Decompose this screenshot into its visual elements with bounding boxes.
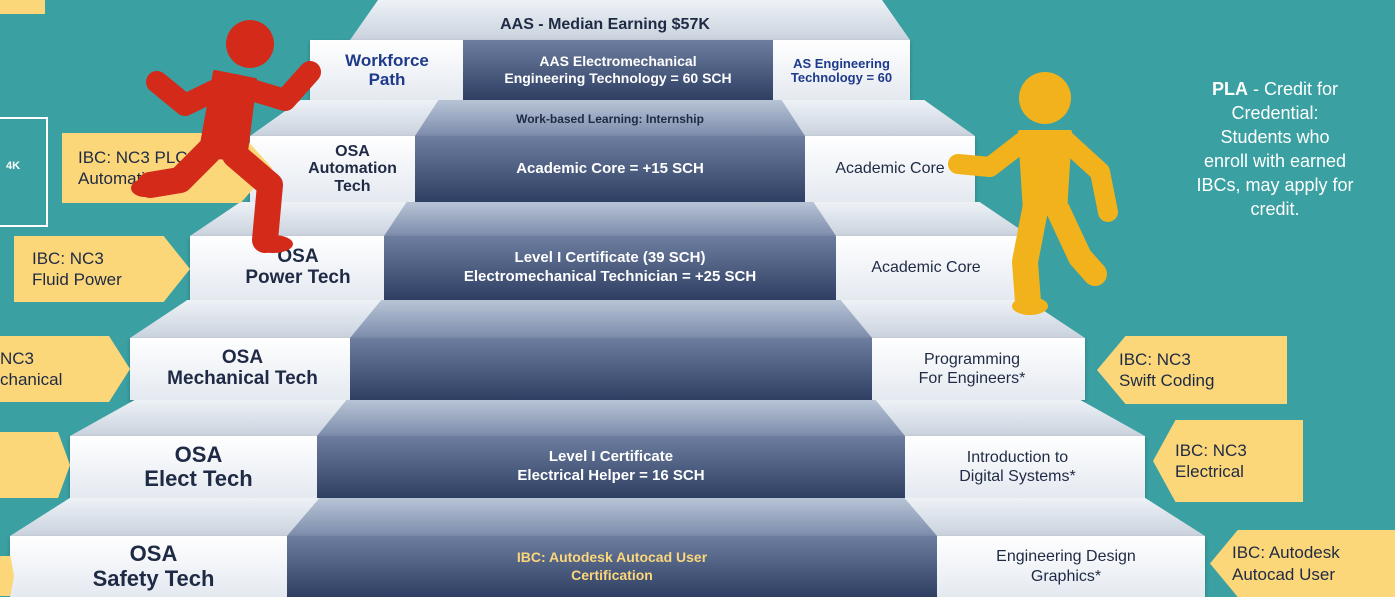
as-line2: Technology = 60 bbox=[790, 70, 893, 85]
tag-mech-line1: NC3 bbox=[0, 348, 35, 368]
step5-left-line1: OSA bbox=[129, 541, 178, 567]
step5-right-label: Engineering Design Graphics* bbox=[937, 536, 1195, 597]
step2-left-line2: Power Tech bbox=[245, 267, 351, 288]
pla-text-block: PLA - Credit for Credential: Students wh… bbox=[1160, 78, 1390, 222]
pla-line0: PLA - Credit for bbox=[1160, 78, 1390, 102]
tag-elec-line2: Electrical bbox=[1175, 462, 1244, 481]
step3-right-line1: Programming bbox=[923, 350, 1021, 368]
ibc-tag-swift-coding: IBC: NC3 Swift Coding bbox=[1097, 336, 1287, 404]
internship-text: Work-based Learning: Internship bbox=[516, 112, 704, 127]
step5-center-line2: Certification bbox=[571, 566, 653, 583]
step2-center-line2: Electromechanical Technician = +25 SCH bbox=[463, 268, 757, 285]
step5-left-line2: Safety Tech bbox=[92, 565, 215, 591]
pla-line2: Students who bbox=[1220, 126, 1330, 147]
step1-center-line1: Academic Core = +15 SCH bbox=[516, 159, 704, 177]
pla-line4: IBCs, may apply for bbox=[1196, 174, 1354, 195]
step5-center: IBC: Autodesk Autocad User Certification bbox=[287, 536, 937, 597]
workforce-line1: Workforce bbox=[345, 51, 429, 71]
step2-center-tread bbox=[384, 202, 836, 236]
as-line1: AS Engineering bbox=[793, 55, 890, 71]
left-box-text: 4K bbox=[6, 160, 21, 172]
internship-label: Work-based Learning: Internship bbox=[415, 108, 805, 132]
step4-center-tread bbox=[317, 400, 905, 436]
tag-autodesk-line1: IBC: Autodesk bbox=[1232, 543, 1340, 563]
ibc-tag-autodesk: IBC: Autodesk Autocad User bbox=[1210, 530, 1395, 597]
step3-left-line1: OSA bbox=[221, 347, 264, 369]
step4-center-line1: Level I Certificate bbox=[548, 448, 674, 466]
aas-degree-block: AAS Electromechanical Engineering Techno… bbox=[463, 40, 773, 100]
step1-center: Academic Core = +15 SCH bbox=[415, 136, 805, 202]
workforce-line2: Path bbox=[368, 70, 406, 89]
step2-right-label: Academic Core bbox=[836, 236, 1016, 300]
pla-line5: credit. bbox=[1250, 198, 1300, 219]
tag-autodesk-line2: Autocad User bbox=[1232, 564, 1335, 584]
step5-center-tread bbox=[287, 498, 937, 536]
top-left-partial-tag bbox=[0, 0, 45, 14]
tag-elec-line1: IBC: NC3 bbox=[1175, 440, 1247, 460]
ibc-tag-mechanical: NC3 chanical bbox=[0, 336, 130, 402]
step4-right-label: Introduction to Digital Systems* bbox=[905, 436, 1130, 498]
ibc-tag-left-partial-2 bbox=[0, 556, 14, 596]
pla-rest: - Credit for bbox=[1247, 79, 1339, 99]
step4-right-line1: Introduction to bbox=[966, 448, 1069, 466]
step2-right-line1: Academic Core bbox=[871, 259, 981, 277]
tag-mech-line2: chanical bbox=[0, 370, 63, 389]
ibc-tag-electrical: IBC: NC3 Electrical bbox=[1153, 420, 1303, 502]
ibc-tag-fluid-power: IBC: NC3 Fluid Power bbox=[14, 236, 190, 302]
step1-center-tread bbox=[415, 100, 805, 136]
step3-left-label: OSA Mechanical Tech bbox=[135, 338, 350, 400]
tag-swift-line2: Swift Coding bbox=[1119, 371, 1215, 390]
step5-center-line1: IBC: Autodesk Autocad User bbox=[516, 549, 708, 565]
aas-line2: Engineering Technology = 60 SCH bbox=[504, 70, 732, 86]
step1-left-label: OSA Automation Tech bbox=[290, 136, 415, 202]
step2-left-label: OSA Power Tech bbox=[212, 236, 384, 300]
step2-left-line1: OSA bbox=[277, 246, 319, 268]
step5-right-line2: Graphics* bbox=[1030, 567, 1102, 585]
median-text: AAS - Median Earning $57K bbox=[500, 16, 710, 34]
tag-fluid-line1: IBC: NC3 bbox=[32, 248, 104, 268]
workforce-path-label: Workforce Path bbox=[312, 42, 462, 100]
as-degree-label: AS Engineering Technology = 60 bbox=[774, 42, 909, 100]
step4-left-line1: OSA bbox=[174, 441, 223, 467]
aas-line1: AAS Electromechanical bbox=[539, 52, 697, 69]
step3-center bbox=[350, 338, 872, 400]
step4-center: Level I Certificate Electrical Helper = … bbox=[317, 436, 905, 498]
step1-right-label: Academic Core bbox=[805, 136, 975, 202]
step3-right-line2: For Engineers* bbox=[918, 370, 1026, 387]
step5-left-label: OSA Safety Tech bbox=[20, 536, 287, 597]
step3-center-tread bbox=[350, 300, 872, 338]
step1-left-line3: Tech bbox=[334, 177, 371, 195]
step4-right-line2: Digital Systems* bbox=[959, 468, 1076, 485]
step2-center-line1: Level I Certificate (39 SCH) bbox=[514, 249, 706, 267]
tag-plc-line1: IBC: NC3 PLC/ bbox=[78, 147, 193, 167]
pla-bold: PLA bbox=[1211, 79, 1248, 99]
red-runner-icon bbox=[131, 20, 321, 253]
tag-swift-line1: IBC: NC3 bbox=[1119, 349, 1191, 369]
tag-fluid-line2: Fluid Power bbox=[32, 270, 122, 289]
top-median-label: AAS - Median Earning $57K bbox=[455, 12, 755, 38]
top-tread bbox=[350, 0, 910, 40]
step5-right-line1: Engineering Design bbox=[996, 548, 1136, 566]
step3-right-label: Programming For Engineers* bbox=[872, 338, 1072, 400]
pla-line3: enroll with earned bbox=[1203, 150, 1347, 171]
step2-center: Level I Certificate (39 SCH) Electromech… bbox=[384, 236, 836, 300]
left-outlined-box bbox=[0, 117, 48, 227]
ibc-tag-left-partial-1 bbox=[0, 432, 70, 498]
step4-left-label: OSA Elect Tech bbox=[80, 436, 317, 498]
pla-line1: Credential: bbox=[1231, 102, 1319, 123]
step1-right-line1: Academic Core bbox=[835, 160, 945, 178]
yellow-runner-icon bbox=[948, 72, 1118, 315]
step1-left-line1: OSA bbox=[335, 142, 370, 160]
step4-center-line2: Electrical Helper = 16 SCH bbox=[517, 467, 705, 484]
step4-left-line2: Elect Tech bbox=[144, 466, 253, 491]
step3-left-line2: Mechanical Tech bbox=[167, 368, 318, 389]
step1-left-line2: Automation bbox=[308, 160, 397, 178]
